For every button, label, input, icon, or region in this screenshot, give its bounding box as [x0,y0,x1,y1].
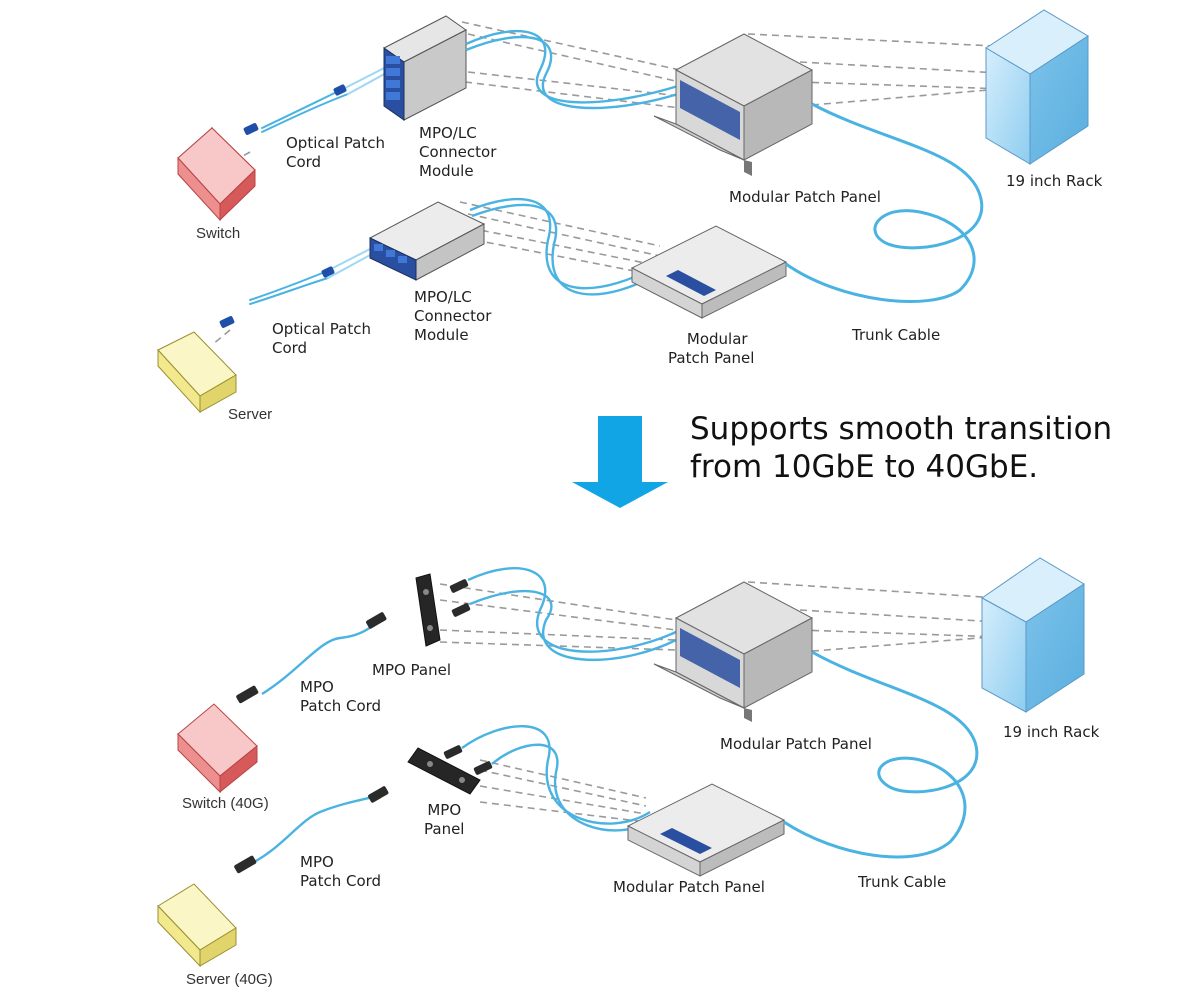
top-patch-cord-2-label: Optical Patch Cord [272,320,371,358]
mpo-lc-module-1 [383,15,467,121]
bottom-rack-label: 19 inch Rack [1003,723,1100,741]
top-modular-panel-lower-line2: Patch Panel [668,349,755,367]
top-rack-label: 19 inch Rack [1006,172,1103,190]
bottom-trunk-cable [783,650,979,859]
rack-bottom [981,557,1085,713]
top-modular-panel-upper-label: Modular Patch Panel [729,188,881,206]
mpo-lc-module-2 [368,201,486,281]
bottom-mpo-panel-1-label: MPO Panel [372,661,452,679]
top-module-cables [465,29,679,296]
bottom-server-label: Server (40G) [186,971,273,988]
server-box [157,331,237,414]
mpo-panel-2 [407,747,481,795]
bottom-mpo-panel-2-line1: MPO [427,801,462,819]
mpo-panel-1 [415,573,441,647]
top-module-2-line3: Module [414,326,469,344]
top-trunk-cable [785,102,984,304]
modular-patch-panel-top-upper [653,33,814,176]
bottom-patch-cord-2-line1: MPO [300,853,334,871]
top-patch-cord-2-line2: Cord [272,339,308,357]
top-module-2-line2: Connector [414,307,492,325]
rack-top [985,9,1089,165]
top-server-label: Server [228,406,273,423]
top-module-2-label: MPO/LC Connector Module [414,288,491,345]
top-switch-label: Switch [196,225,241,242]
bottom-panel-cables [461,567,677,832]
bottom-patch-cord-1-line2: Patch Cord [300,697,382,715]
bottom-modular-panel-upper-label: Modular Patch Panel [720,735,872,753]
bottom-mpo-panel-2-line2: Panel [424,820,465,838]
modular-patch-panel-bottom-upper [653,581,814,722]
modular-patch-panel-bottom-lower [626,783,786,877]
transition-caption: Supports smooth transition from 10GbE to… [690,410,1112,486]
transition-caption-line1: Supports smooth transition [690,411,1113,447]
top-modular-panel-lower-line1: Modular [686,330,748,348]
bottom-patch-cord-2-label: MPO Patch Cord [300,853,381,891]
transition-caption-line2: from 10GbE to 40GbE. [690,449,1039,485]
bottom-patch-cord-1-line1: MPO [300,678,334,696]
top-module-1-line2: Connector [419,143,497,161]
top-scenario [157,9,1089,414]
top-module-2-line1: MPO/LC [414,288,472,306]
top-modular-panel-lower-label: Modular Patch Panel [668,330,754,368]
top-patch-cord-1-line2: Cord [286,153,322,171]
switch-box [177,126,256,222]
top-patch-cord-2-line1: Optical Patch [272,320,371,338]
bottom-dashed-guides [439,581,1031,823]
bottom-mpo-panel-2-label: MPO Panel [424,801,464,839]
top-lc-connectors [219,84,347,328]
top-patch-cord-1-label: Optical Patch Cord [286,134,385,172]
top-module-1-line1: MPO/LC [419,124,477,142]
top-patch-cords [249,65,389,305]
server-40g-box [157,883,237,968]
bottom-scenario [157,557,1085,968]
top-patch-cord-1-line1: Optical Patch [286,134,385,152]
modular-patch-panel-top-lower [630,225,788,319]
bottom-patch-cord-1-label: MPO Patch Cord [300,678,381,716]
bottom-mpo-patch-cords [249,621,379,866]
transition-arrow [572,416,668,508]
top-dashed-guides [211,21,1036,346]
bottom-patch-cord-2-line2: Patch Cord [300,872,382,890]
switch-40g-box [177,703,258,794]
bottom-trunk-cable-label: Trunk Cable [858,873,947,891]
top-module-1-label: MPO/LC Connector Module [419,124,496,181]
bottom-modular-panel-lower-label: Modular Patch Panel [613,878,765,896]
top-trunk-cable-label: Trunk Cable [852,326,941,344]
bottom-switch-label: Switch (40G) [182,795,269,812]
bottom-mpo-connectors [234,579,493,874]
top-module-1-line3: Module [419,162,474,180]
